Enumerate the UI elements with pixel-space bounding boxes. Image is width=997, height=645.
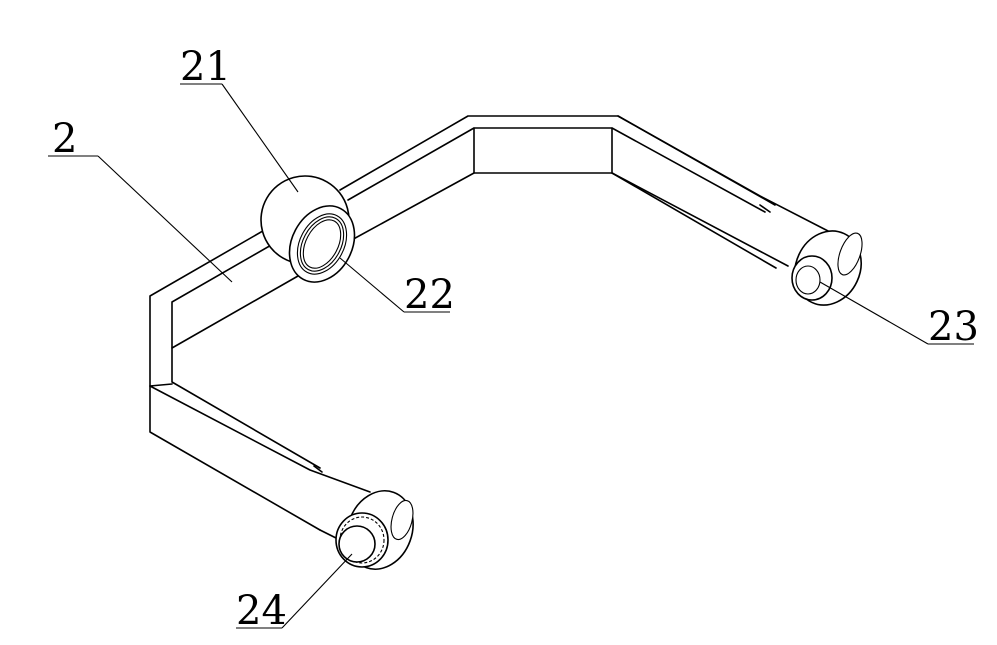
- label-22: 22: [404, 272, 455, 318]
- leader-22: [339, 257, 405, 313]
- bracket-top-face-top: [347, 127, 766, 213]
- label-23: 23: [928, 304, 979, 350]
- threaded-boss: [260, 175, 356, 283]
- bracket-body: [149, 115, 831, 541]
- boss-thread-1: [296, 213, 348, 275]
- right-arm-upper-edge: [617, 115, 831, 233]
- leader-24: [281, 553, 353, 629]
- left-arm-outer-edge: [149, 385, 371, 493]
- label-21: 21: [180, 44, 231, 90]
- left-joint: [335, 490, 414, 570]
- right-joint: [791, 230, 863, 306]
- right-joint-pin: [791, 255, 833, 301]
- leader-23: [819, 281, 929, 345]
- left-outer-edge: [149, 227, 321, 531]
- right-arm-step: [759, 204, 771, 213]
- bracket-top-outer-edge: [339, 115, 776, 206]
- right-arm-lower-edge: [611, 172, 777, 269]
- leader-21: [221, 83, 299, 193]
- left-corner-edge: [149, 383, 173, 387]
- label-2: 2: [52, 116, 77, 162]
- left-inner-edge: [171, 239, 321, 469]
- boss-thread-2: [299, 216, 345, 272]
- left-joint-pin-face: [338, 525, 376, 563]
- left-mid-edge: [171, 275, 299, 349]
- leader-lines: [48, 83, 974, 629]
- boss-thread-3: [302, 219, 342, 269]
- label-24: 24: [236, 588, 287, 634]
- right-joint-pin-face: [795, 265, 821, 295]
- leader-2: [97, 155, 233, 283]
- reference-labels: 2 21 22 23 24: [52, 44, 979, 634]
- left-arm-step: [313, 465, 323, 473]
- left-joint-back: [390, 499, 414, 541]
- bracket-top-face-bottom: [347, 172, 789, 267]
- right-joint-knurl: [837, 232, 863, 276]
